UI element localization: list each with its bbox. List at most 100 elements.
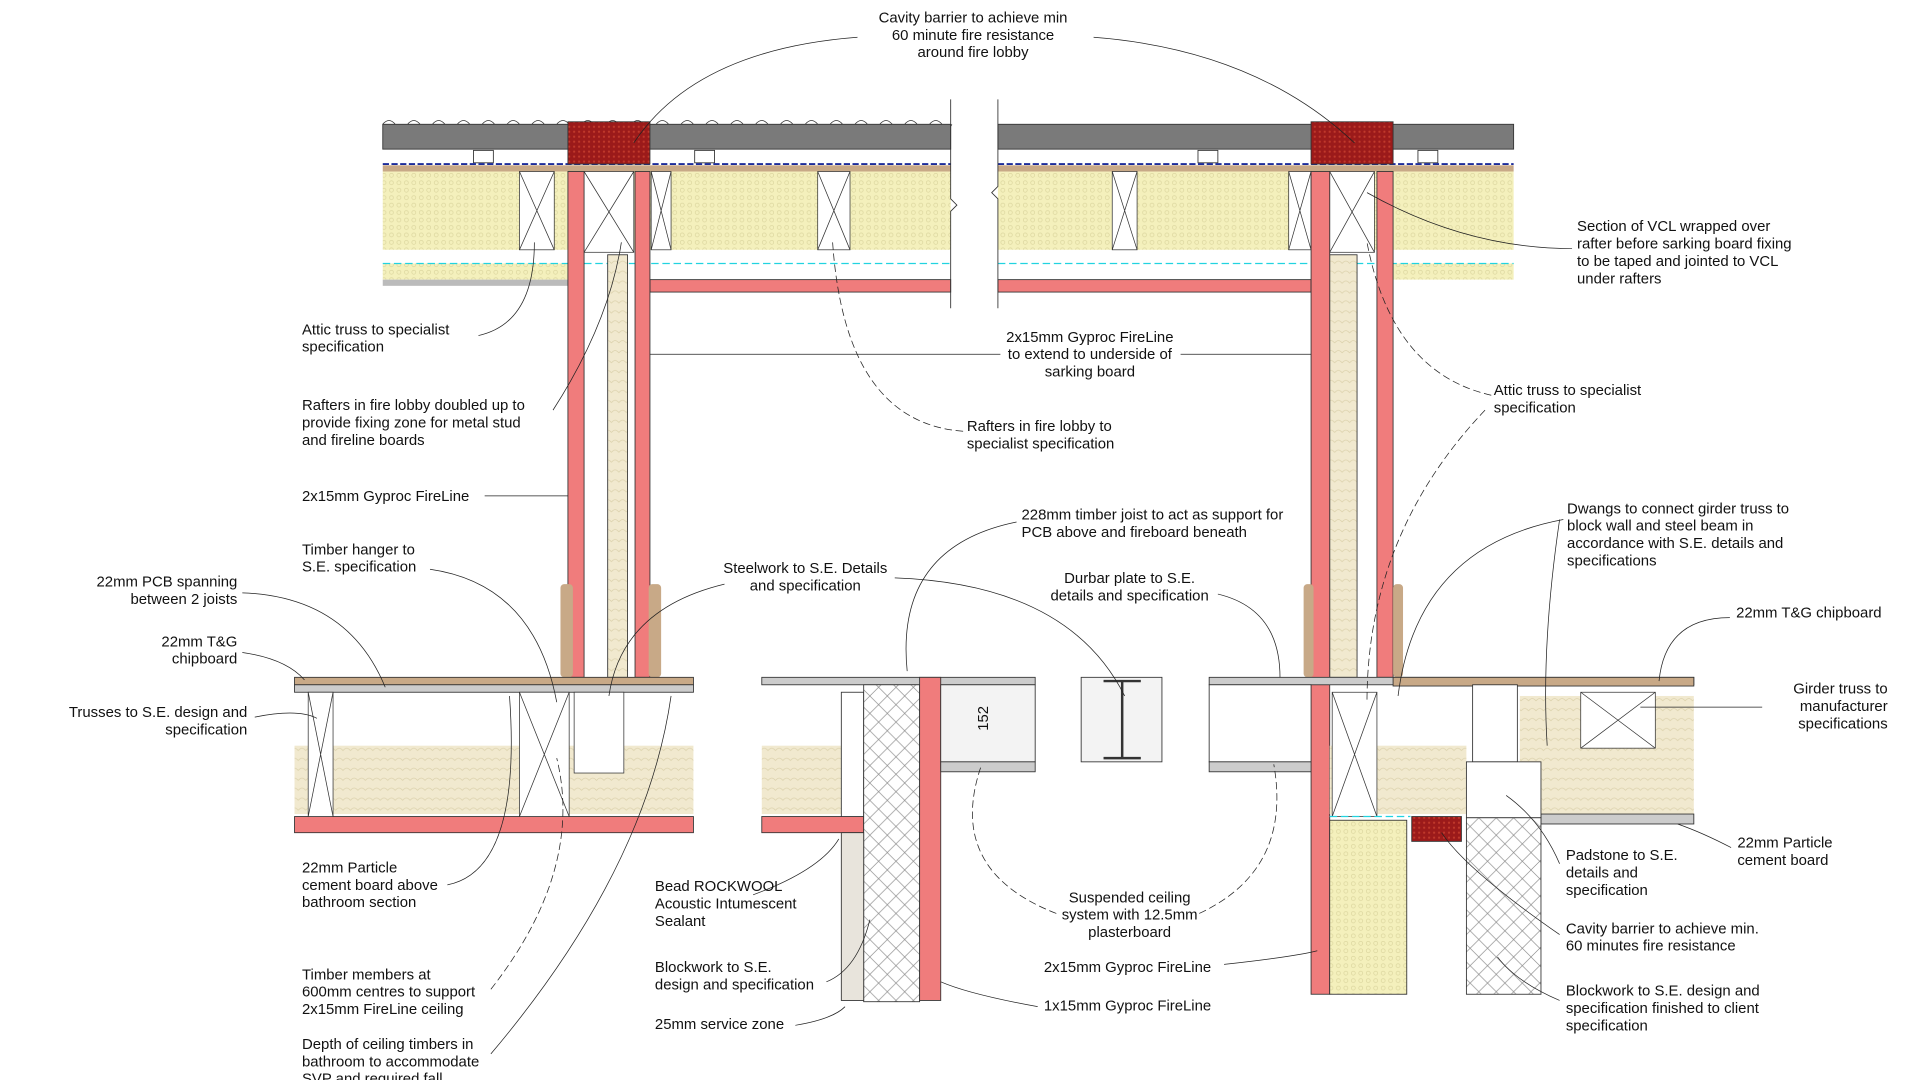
- label-line: Dwangs to connect girder truss to: [1567, 501, 1789, 517]
- label-line: to be taped and jointed to VCL: [1577, 254, 1778, 270]
- label-timber-members: Timber members at 600mm centres to suppor…: [302, 967, 476, 1018]
- label-cavity-barrier-top: Cavity barrier to achieve min 60 minute f…: [879, 10, 1068, 61]
- label-line: S.E. specification: [302, 560, 416, 576]
- label-line: Rafters in fire lobby doubled up to: [302, 398, 525, 414]
- batten: [1417, 149, 1439, 164]
- label-line: design and specification: [655, 977, 814, 993]
- label-line: Cavity barrier to achieve min.: [1566, 921, 1759, 937]
- label-line: 2x15mm Gyproc FireLine: [302, 489, 469, 505]
- label-line: SVP and required fall: [302, 1072, 443, 1080]
- label-fireline-left: 2x15mm Gyproc FireLine: [302, 489, 469, 505]
- label-line: 600mm centres to support: [302, 985, 476, 1001]
- batten: [1197, 149, 1219, 164]
- label-line: cement board above: [302, 878, 438, 894]
- batten: [694, 149, 715, 164]
- label-line: rafter before sarking board fixing: [1577, 237, 1792, 253]
- label-line: and fireline boards: [302, 433, 425, 449]
- leader-lines: [242, 36, 1763, 1055]
- batten: [473, 149, 494, 164]
- label-vcl-section: Section of VCL wrapped over rafter before…: [1577, 219, 1792, 287]
- label-line: 2x15mm Gyproc FireLine: [1044, 960, 1211, 976]
- label-line: specifications: [1798, 716, 1887, 732]
- label-line: specification: [1566, 1018, 1648, 1034]
- label-line: specification: [302, 340, 384, 356]
- label-line: Trusses to S.E. design and: [69, 705, 247, 721]
- floor-right: [1208, 676, 1695, 995]
- label-line: bathroom to accommodate: [302, 1054, 479, 1070]
- label-rafters-doubled: Rafters in fire lobby doubled up to provi…: [302, 398, 525, 449]
- label-line: Acoustic Intumescent: [655, 896, 798, 912]
- label-line: around fire lobby: [918, 45, 1030, 61]
- ceiling-board: [382, 279, 570, 286]
- label-line: Depth of ceiling timbers in: [302, 1037, 474, 1053]
- label-line: 60 minute fire resistance: [892, 28, 1054, 44]
- floor-left: [294, 676, 694, 834]
- label-tg-chipboard-right: 22mm T&G chipboard: [1736, 606, 1882, 622]
- roof-section-right: [997, 121, 1515, 293]
- label-line: Blockwork to S.E.: [655, 960, 772, 976]
- label-line: specification: [1494, 401, 1576, 417]
- under-rafter-insulation: [382, 263, 570, 280]
- label-line: details and specification: [1050, 588, 1208, 604]
- cavity-barrier-right: [1411, 816, 1462, 842]
- label-line: Steelwork to S.E. Details: [723, 561, 887, 577]
- label-line: 60 minutes fire resistance: [1566, 939, 1736, 955]
- label-line: Cavity barrier to achieve min: [879, 10, 1068, 26]
- label-line: Padstone to S.E.: [1566, 848, 1678, 864]
- label-line: Timber hanger to: [302, 542, 415, 558]
- cavity-barrier: [567, 121, 651, 165]
- label-line: under rafters: [1577, 271, 1662, 287]
- label-line: 22mm PCB spanning: [97, 575, 238, 591]
- rafters: [519, 171, 851, 253]
- label-line: plasterboard: [1088, 925, 1171, 941]
- label-line: provide fixing zone for metal stud: [302, 416, 521, 432]
- label-cavity-barrier-right: Cavity barrier to achieve min. 60 minutes…: [1566, 921, 1759, 954]
- break-line: [950, 99, 999, 309]
- label-timber-hanger: Timber hanger to S.E. specification: [302, 542, 416, 575]
- label-line: to extend to underside of: [1008, 347, 1173, 363]
- label-fireline-2x-bottom: 2x15mm Gyproc FireLine: [1044, 960, 1211, 976]
- label-line: between 2 joists: [130, 592, 237, 608]
- label-line: 22mm T&G chipboard: [1736, 606, 1882, 622]
- label-line: 228mm timber joist to act as support for: [1022, 507, 1284, 523]
- label-line: Section of VCL wrapped over: [1577, 219, 1770, 235]
- fire-lobby-wall-left: [560, 171, 662, 678]
- label-line: 22mm T&G: [161, 634, 237, 650]
- fire-lobby-wall-right: [1303, 171, 1404, 995]
- label-line: bathroom section: [302, 895, 416, 911]
- label-line: Blockwork to S.E. design and: [1566, 983, 1760, 999]
- sarking-board: [382, 123, 952, 150]
- board-layer: [382, 165, 951, 172]
- label-line: Bead ROCKWOOL: [655, 879, 783, 895]
- rafter-insulation: [997, 171, 1514, 250]
- blockwork-mid: [863, 684, 921, 1003]
- rafters: [1111, 171, 1375, 253]
- label-line: 25mm service zone: [655, 1017, 784, 1033]
- board-layer: [997, 165, 1514, 172]
- label-durbar-plate: Durbar plate to S.E.details and specific…: [1050, 571, 1208, 604]
- label-line: chipboard: [172, 652, 237, 668]
- label-blockwork-mid: Blockwork to S.E.design and specificatio…: [655, 960, 814, 993]
- under-rafter-insulation: [1393, 263, 1514, 280]
- label-line: 22mm Particle: [1737, 836, 1832, 852]
- label-line: specifications: [1567, 553, 1656, 569]
- label-line: Durbar plate to S.E.: [1064, 571, 1195, 587]
- label-line: Attic truss to specialist: [1494, 383, 1642, 399]
- label-line: 22mm Particle: [302, 860, 397, 876]
- floor-middle: 152: [761, 676, 1036, 1003]
- steel-column-section: [1080, 676, 1163, 763]
- sarking-board: [997, 123, 1515, 150]
- label-line: Suspended ceiling: [1069, 890, 1191, 906]
- label-line: Timber members at: [302, 967, 432, 983]
